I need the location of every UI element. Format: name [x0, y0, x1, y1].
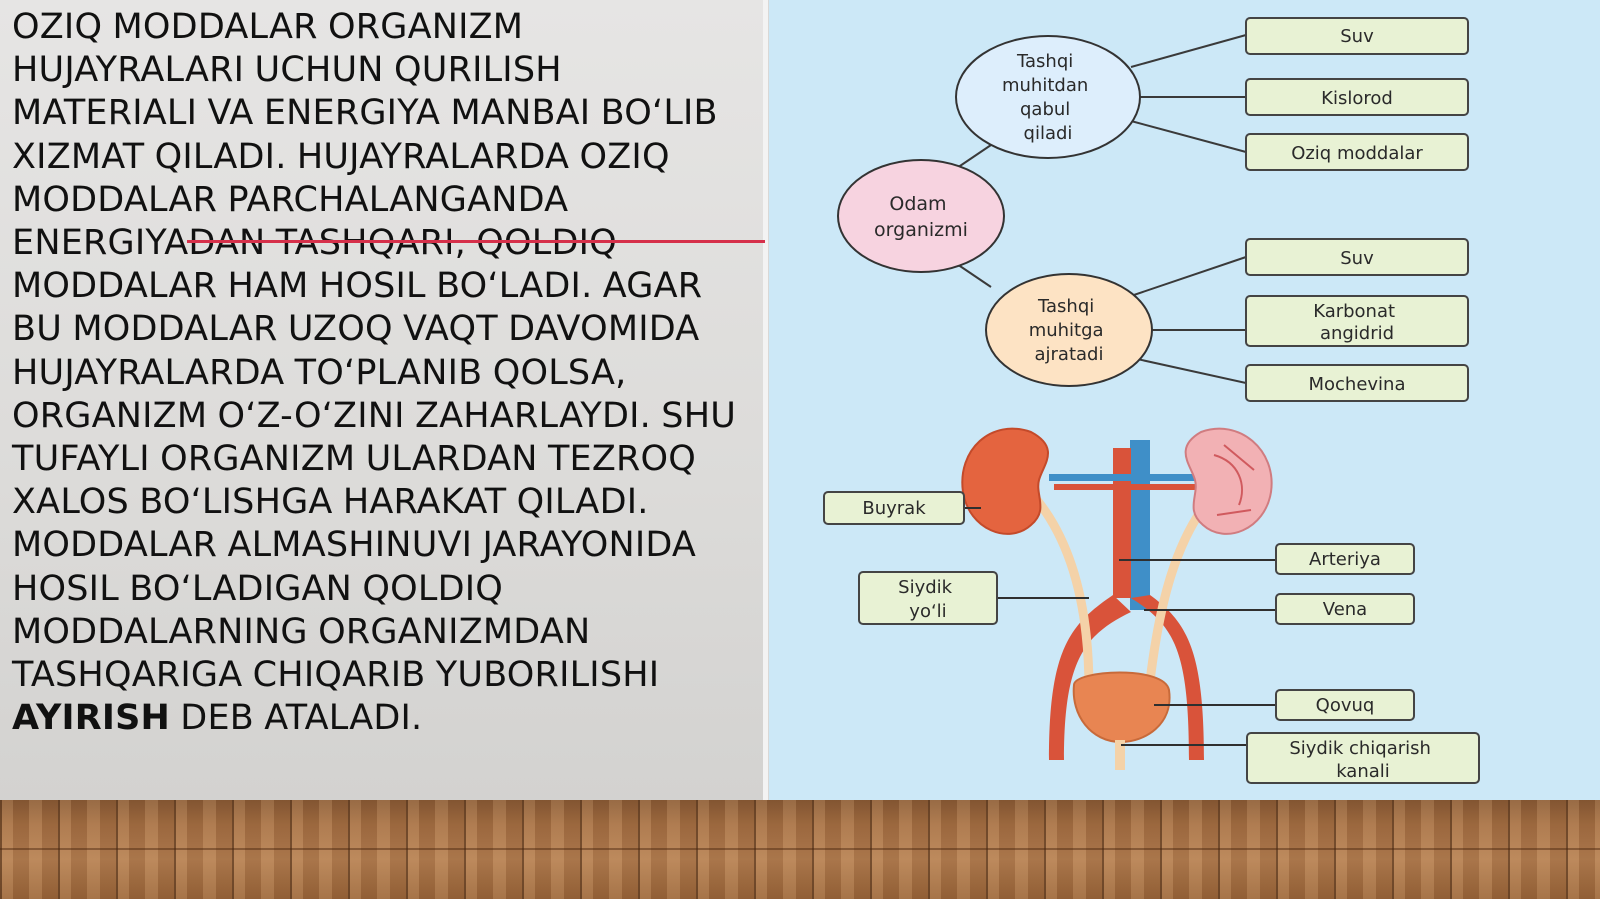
- renal-vein: [1049, 474, 1229, 481]
- artery-label: Arteriya: [1309, 549, 1381, 570]
- label-box: [1275, 543, 1415, 575]
- label-box: [1275, 689, 1415, 721]
- connector-line: [1130, 120, 1247, 153]
- kidney-label: Buyrak: [862, 498, 926, 519]
- label-box: [823, 491, 965, 525]
- intake-item-oxygen: Kislorod: [1321, 88, 1393, 109]
- ureter: [1033, 497, 1094, 691]
- intake-item-nutrients: Oziq moddalar: [1291, 143, 1423, 164]
- output-item-co2: Karbonat angidrid: [1313, 301, 1401, 344]
- label-box: [1245, 295, 1469, 347]
- wooden-floor: [0, 800, 1600, 899]
- output-item-water: Suv: [1340, 248, 1374, 269]
- artery-branch: [1049, 595, 1131, 760]
- output-item-urea: Mochevina: [1308, 374, 1405, 395]
- output-circle-label: Tashqi muhitga ajratadi: [1029, 296, 1110, 365]
- center-circle-label: Odam organizmi: [874, 193, 968, 241]
- artery-branch: [1131, 595, 1204, 760]
- key-term: ayirish: [12, 698, 170, 739]
- intake-circle: [955, 35, 1141, 159]
- vein-vessel: [1130, 440, 1150, 610]
- ureter-label: Siydik yoʻli: [898, 577, 958, 622]
- excretion-diagram: Tashqi muhitdan qabul qiladi Odam organi…: [823, 17, 1480, 784]
- artery-vessel: [1113, 448, 1131, 598]
- paragraph-1: Oziq moddalar organizm hujayralari uchun…: [12, 7, 737, 523]
- urinary-system-illustration: [961, 427, 1273, 770]
- renal-artery: [1054, 484, 1224, 490]
- intake-circle-label: Tashqi muhitdan qabul qiladi: [1002, 51, 1094, 144]
- connector-line: [1130, 34, 1247, 68]
- label-box: [1246, 732, 1480, 784]
- center-circle: [837, 159, 1005, 273]
- bladder: [1072, 671, 1171, 744]
- label-box: [1245, 17, 1469, 55]
- output-circle: [985, 273, 1153, 387]
- anatomy-pointers: [945, 507, 1276, 746]
- label-box: [1245, 133, 1469, 171]
- red-accent-line: [187, 240, 765, 243]
- label-box: [1275, 593, 1415, 625]
- vein-label: Vena: [1323, 599, 1367, 620]
- urethra-label: Siydik chiqarish kanali: [1289, 738, 1436, 782]
- bladder-label: Qovuq: [1316, 695, 1375, 716]
- label-box: [1245, 78, 1469, 116]
- text-panel: [0, 0, 765, 805]
- kidney-right: [1184, 427, 1273, 535]
- kidney-left: [961, 427, 1049, 535]
- floor-seam: [0, 848, 1600, 850]
- label-box: [1245, 364, 1469, 402]
- paragraph-2-end: deb ataladi.: [169, 698, 423, 739]
- urethra: [1115, 740, 1125, 770]
- intake-item-water: Suv: [1340, 26, 1374, 47]
- paragraph-2: Moddalar almashinuvi jarayonida hosil bo…: [12, 524, 757, 740]
- connector-line: [1118, 256, 1247, 301]
- slide-body-text: Oziq moddalar organizm hujayralari uchun…: [12, 6, 757, 740]
- paragraph-2-start: Moddalar almashinuvi jarayonida hosil bo…: [12, 525, 697, 696]
- diagram-panel: Tashqi muhitdan qabul qiladi Odam organi…: [769, 0, 1600, 805]
- label-box: [1245, 238, 1469, 276]
- label-box: [858, 571, 998, 625]
- panel-divider: [763, 0, 768, 805]
